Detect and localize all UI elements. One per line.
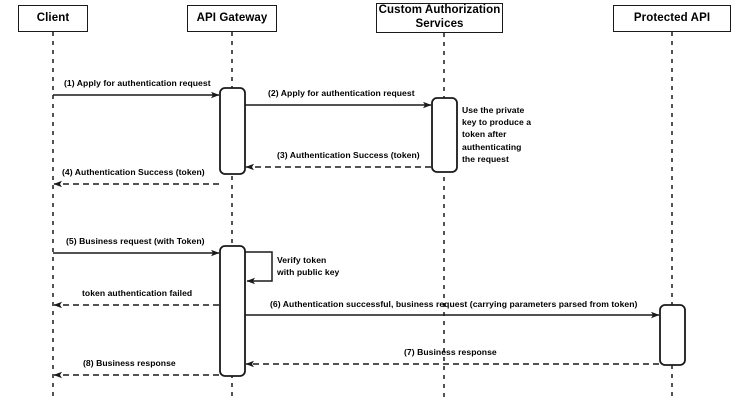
note-private-key-note: Use the private key to produce a token a… xyxy=(462,105,532,164)
message-label-token-auth-failed: token authentication failed xyxy=(82,288,193,298)
actor-header-protected-api: Protected API xyxy=(613,5,731,32)
actor-header-api-gateway: API Gateway xyxy=(187,5,277,32)
message-label-2: (2) Apply for authentication request xyxy=(268,88,415,98)
actor-header-custom-authorization-services: Custom Authorization Services xyxy=(376,3,503,33)
activation-box-gw-auth xyxy=(219,87,246,175)
message-label-3: (3) Authentication Success (token) xyxy=(277,150,420,160)
self-message-label-verify-token: Verify token with public key xyxy=(277,255,340,278)
message-label-1: (1) Apply for authentication request xyxy=(64,78,211,88)
self-message-arrow-verify-token xyxy=(245,251,273,285)
actor-label: Client xyxy=(36,11,70,24)
lifelines-group xyxy=(52,32,673,399)
message-arrows-group xyxy=(53,91,660,379)
actor-label: Custom Authorization Services xyxy=(378,4,501,30)
activation-box-auth-svc xyxy=(431,97,458,173)
actor-label: API Gateway xyxy=(196,11,268,24)
message-label-5: (5) Business request (with Token) xyxy=(66,236,205,246)
message-label-8: (8) Business response xyxy=(83,358,176,368)
activation-box-gw-business xyxy=(219,245,246,377)
activation-box-protected-api-act xyxy=(659,304,686,366)
activation-boxes-group xyxy=(219,87,686,377)
message-label-7: (7) Business response xyxy=(404,347,497,357)
actor-label: Protected API xyxy=(633,11,711,24)
message-label-4: (4) Authentication Success (token) xyxy=(62,167,205,177)
actor-header-client: Client xyxy=(18,5,88,32)
message-label-6: (6) Authentication successful, business … xyxy=(270,299,638,309)
